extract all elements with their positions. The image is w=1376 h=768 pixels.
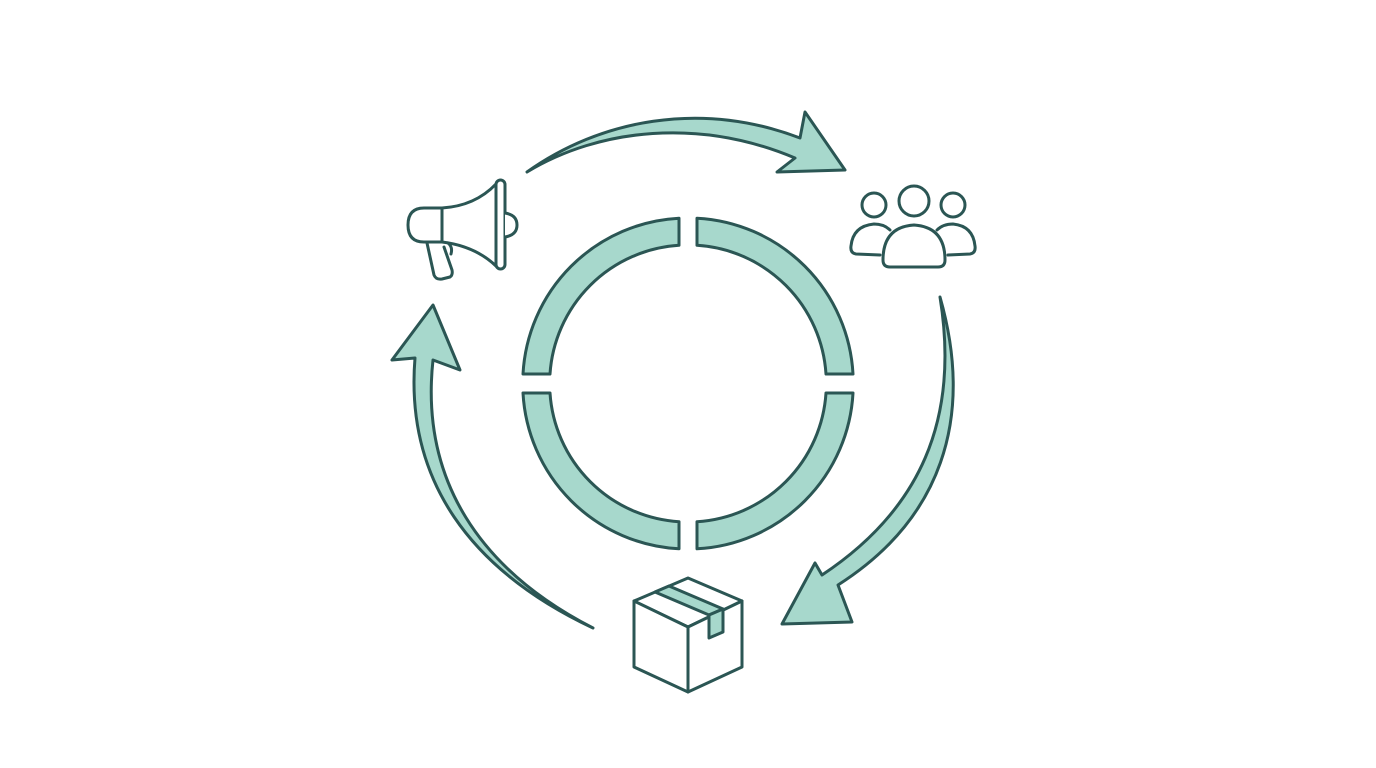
package-box-icon [632, 576, 744, 694]
center-ring [521, 216, 855, 551]
ring-segment-top-right [695, 216, 855, 376]
arrow-customers-to-product [780, 295, 955, 626]
megaphone-icon [406, 178, 519, 281]
ring-segment-bottom-right [695, 391, 855, 551]
ring-segment-bottom-left [521, 391, 681, 551]
ring-segment-top-left [521, 216, 681, 376]
arrow-marketing-to-customers [525, 110, 847, 174]
users-group-icon [849, 184, 977, 269]
arrow-product-to-marketing [390, 303, 595, 630]
